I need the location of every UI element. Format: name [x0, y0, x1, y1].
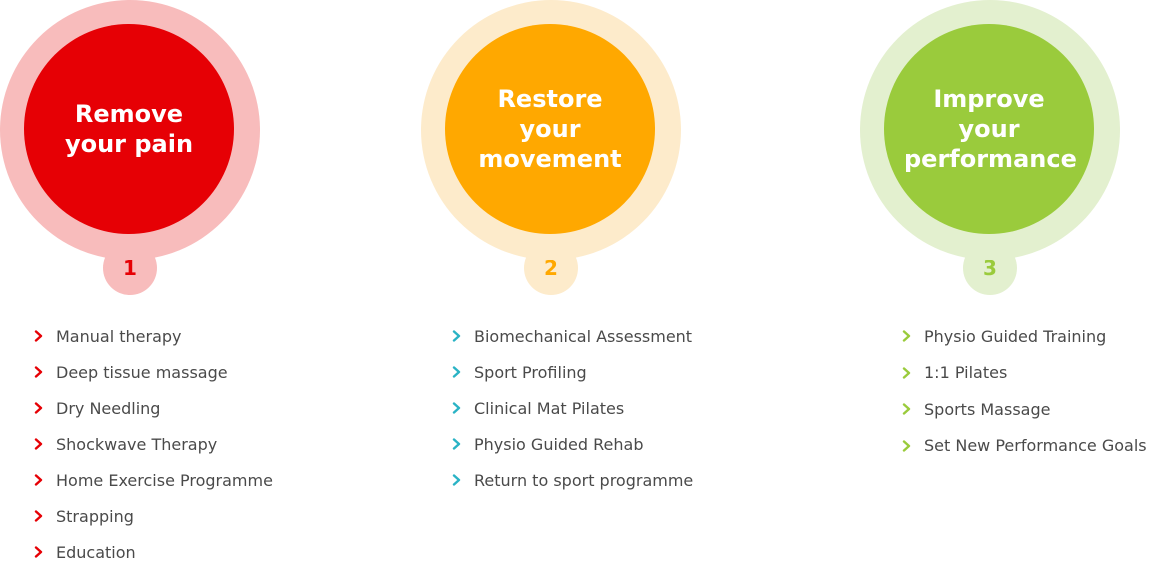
stage-title-line2: movement	[478, 145, 622, 173]
list-item-label: Manual therapy	[56, 326, 182, 346]
list-item: Return to sport programme	[452, 462, 693, 498]
chevron-right-icon	[34, 437, 56, 451]
list-item: Set New Performance Goals	[902, 428, 1147, 465]
list-item: Biomechanical Assessment	[452, 318, 693, 354]
list-item-label: Biomechanical Assessment	[474, 326, 693, 346]
list-item: Dry Needling	[34, 390, 273, 426]
list-item: Clinical Mat Pilates	[452, 390, 693, 426]
chevron-right-icon	[452, 401, 474, 415]
chevron-right-icon	[452, 329, 474, 343]
chevron-right-icon	[902, 439, 924, 453]
list-item-label: Strapping	[56, 506, 134, 526]
chevron-right-icon	[34, 473, 56, 487]
list-item: Shockwave Therapy	[34, 426, 273, 462]
chevron-right-icon	[902, 402, 924, 416]
list-item: Sports Massage	[902, 391, 1147, 428]
stage-2-restore-movement: 2 Restore your movement	[421, 0, 691, 300]
list-item-label: Sports Massage	[924, 399, 1051, 419]
chevron-right-icon	[34, 401, 56, 415]
stage-title-line2: your pain	[64, 130, 194, 158]
list-item-label: Sport Profiling	[474, 362, 587, 382]
list-item-label: Clinical Mat Pilates	[474, 398, 625, 418]
list-item: Physio Guided Rehab	[452, 426, 693, 462]
list-item: Strapping	[34, 498, 273, 534]
chevron-right-icon	[452, 473, 474, 487]
list-item: 1:1 Pilates	[902, 355, 1147, 392]
stage-title-line1: Remove	[74, 100, 184, 128]
list-item-label: 1:1 Pilates	[924, 363, 1008, 383]
chevron-right-icon	[902, 366, 924, 380]
stage-title-line2: performance	[904, 145, 1077, 173]
stage-title-line1: Improve your	[933, 85, 1045, 143]
list-item-label: Return to sport programme	[474, 470, 694, 490]
chevron-right-icon	[902, 329, 924, 343]
stage-disc: Improve your performance	[884, 24, 1094, 234]
list-item-label: Deep tissue massage	[56, 362, 228, 382]
list-item-label: Shockwave Therapy	[56, 434, 218, 454]
list-item: Education	[34, 534, 273, 570]
chevron-right-icon	[34, 365, 56, 379]
chevron-right-icon	[34, 329, 56, 343]
stage-title-line1: Restore your	[497, 85, 603, 143]
stage-title: Improve your performance	[904, 84, 1077, 174]
stage-3-improve-performance: 3 Improve your performance	[860, 0, 1130, 300]
list-item: Sport Profiling	[452, 354, 693, 390]
list-item: Home Exercise Programme	[34, 462, 273, 498]
list-item-label: Education	[56, 542, 136, 562]
list-item-label: Set New Performance Goals	[924, 436, 1147, 456]
list-item: Deep tissue massage	[34, 354, 273, 390]
chevron-right-icon	[452, 365, 474, 379]
list-item-label: Physio Guided Training	[924, 326, 1107, 346]
stage-disc: Restore your movement	[445, 24, 655, 234]
chevron-right-icon	[34, 509, 56, 523]
stage-disc: Remove your pain	[24, 24, 234, 234]
list-item: Manual therapy	[34, 318, 273, 354]
list-item-label: Home Exercise Programme	[56, 470, 273, 490]
list-item-label: Physio Guided Rehab	[474, 434, 644, 454]
stage-title: Remove your pain	[44, 99, 214, 159]
stage-1-remove-pain: 1 Remove your pain	[0, 0, 270, 300]
list-item: Physio Guided Training	[902, 318, 1147, 355]
list-item-label: Dry Needling	[56, 398, 161, 418]
stage-title: Restore your movement	[465, 84, 635, 174]
chevron-right-icon	[34, 545, 56, 559]
chevron-right-icon	[452, 437, 474, 451]
